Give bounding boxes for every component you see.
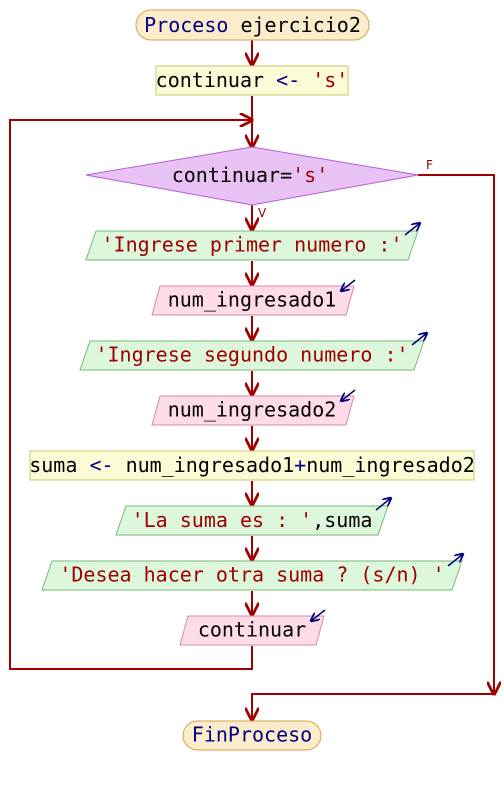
input-box-3: continuar (179, 609, 326, 646)
end-terminal: FinProceso (182, 720, 322, 751)
input-arrow-icon (341, 389, 356, 401)
output-arrow-icon (404, 223, 420, 236)
output-arrow-icon (375, 498, 391, 511)
connector-decision-false (418, 174, 494, 694)
output-1-text: 'Ingrese primer numero :' (101, 233, 402, 257)
init-label: continuar <- 's' (156, 68, 349, 92)
input-arrow-icon (341, 279, 356, 291)
decision-true-label: V (258, 206, 267, 220)
output-box-4: 'Desea hacer otra suma ? (s/n) ' (41, 554, 463, 591)
input-2-var: num_ingresado2 (168, 398, 337, 422)
input-3-var: continuar (198, 618, 306, 642)
output-box-1: 'Ingrese primer numero :' (85, 223, 420, 261)
input-box-2: num_ingresado2 (151, 389, 356, 426)
input-box-1: num_ingresado1 (151, 279, 356, 316)
start-label: Proceso ejercicio2 (144, 13, 361, 37)
assign-process-box: suma <- num_ingresado1+num_ingresado2 (29, 450, 475, 481)
start-terminal: Proceso ejercicio2 (135, 9, 370, 41)
connector-to-end (252, 693, 494, 720)
assign-label: suma <- num_ingresado1+num_ingresado2 (29, 453, 475, 477)
output-4-text: 'Desea hacer otra suma ? (s/n) ' (59, 563, 444, 587)
init-process-box: continuar <- 's' (155, 65, 349, 96)
flow-connectors (9, 40, 494, 720)
decision-condition: continuar='s' (172, 163, 329, 187)
output-arrow-icon (447, 554, 463, 567)
input-arrow-icon (311, 609, 326, 621)
end-label: FinProceso (192, 723, 312, 747)
output-2-text: 'Ingrese segundo numero :' (95, 343, 408, 367)
decision-diamond: continuar='s' V F (85, 146, 433, 220)
connector-loop-back (9, 120, 252, 670)
output-3-text: 'La suma es : ',suma (132, 508, 373, 532)
input-1-var: num_ingresado1 (168, 288, 337, 312)
output-box-2: 'Ingrese segundo numero :' (79, 333, 427, 371)
output-box-3: 'La suma es : ',suma (115, 498, 391, 536)
output-arrow-icon (411, 333, 427, 346)
decision-false-label: F (426, 158, 433, 172)
